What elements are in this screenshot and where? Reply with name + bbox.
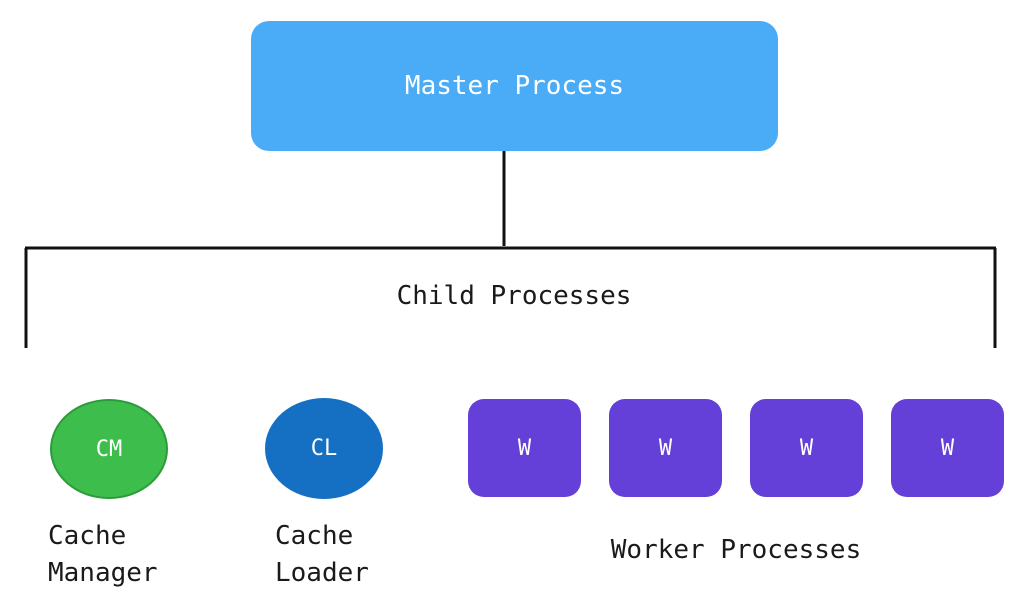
child-processes-label: Child Processes bbox=[396, 281, 632, 311]
cache-loader-abbrev: CL bbox=[310, 436, 338, 461]
master-process-box: Master Process bbox=[251, 21, 778, 151]
cache-loader-caption: Cache Loader bbox=[275, 521, 369, 588]
master-process-label: Master Process bbox=[404, 71, 625, 101]
worker-process-node: W bbox=[468, 399, 581, 497]
cache-loader-node: CL bbox=[265, 398, 383, 499]
worker-process-node: W bbox=[609, 399, 722, 497]
cache-manager-node: CM bbox=[50, 399, 168, 499]
cache-manager-caption: Cache Manager bbox=[48, 521, 158, 588]
worker-process-node: W bbox=[891, 399, 1004, 497]
worker-process-label: W bbox=[517, 435, 532, 461]
worker-process-node: W bbox=[750, 399, 863, 497]
worker-processes-caption: Worker Processes bbox=[610, 535, 862, 565]
worker-process-label: W bbox=[658, 435, 673, 461]
cache-manager-abbrev: CM bbox=[95, 436, 123, 462]
worker-process-label: W bbox=[940, 435, 955, 461]
worker-process-label: W bbox=[799, 435, 814, 461]
